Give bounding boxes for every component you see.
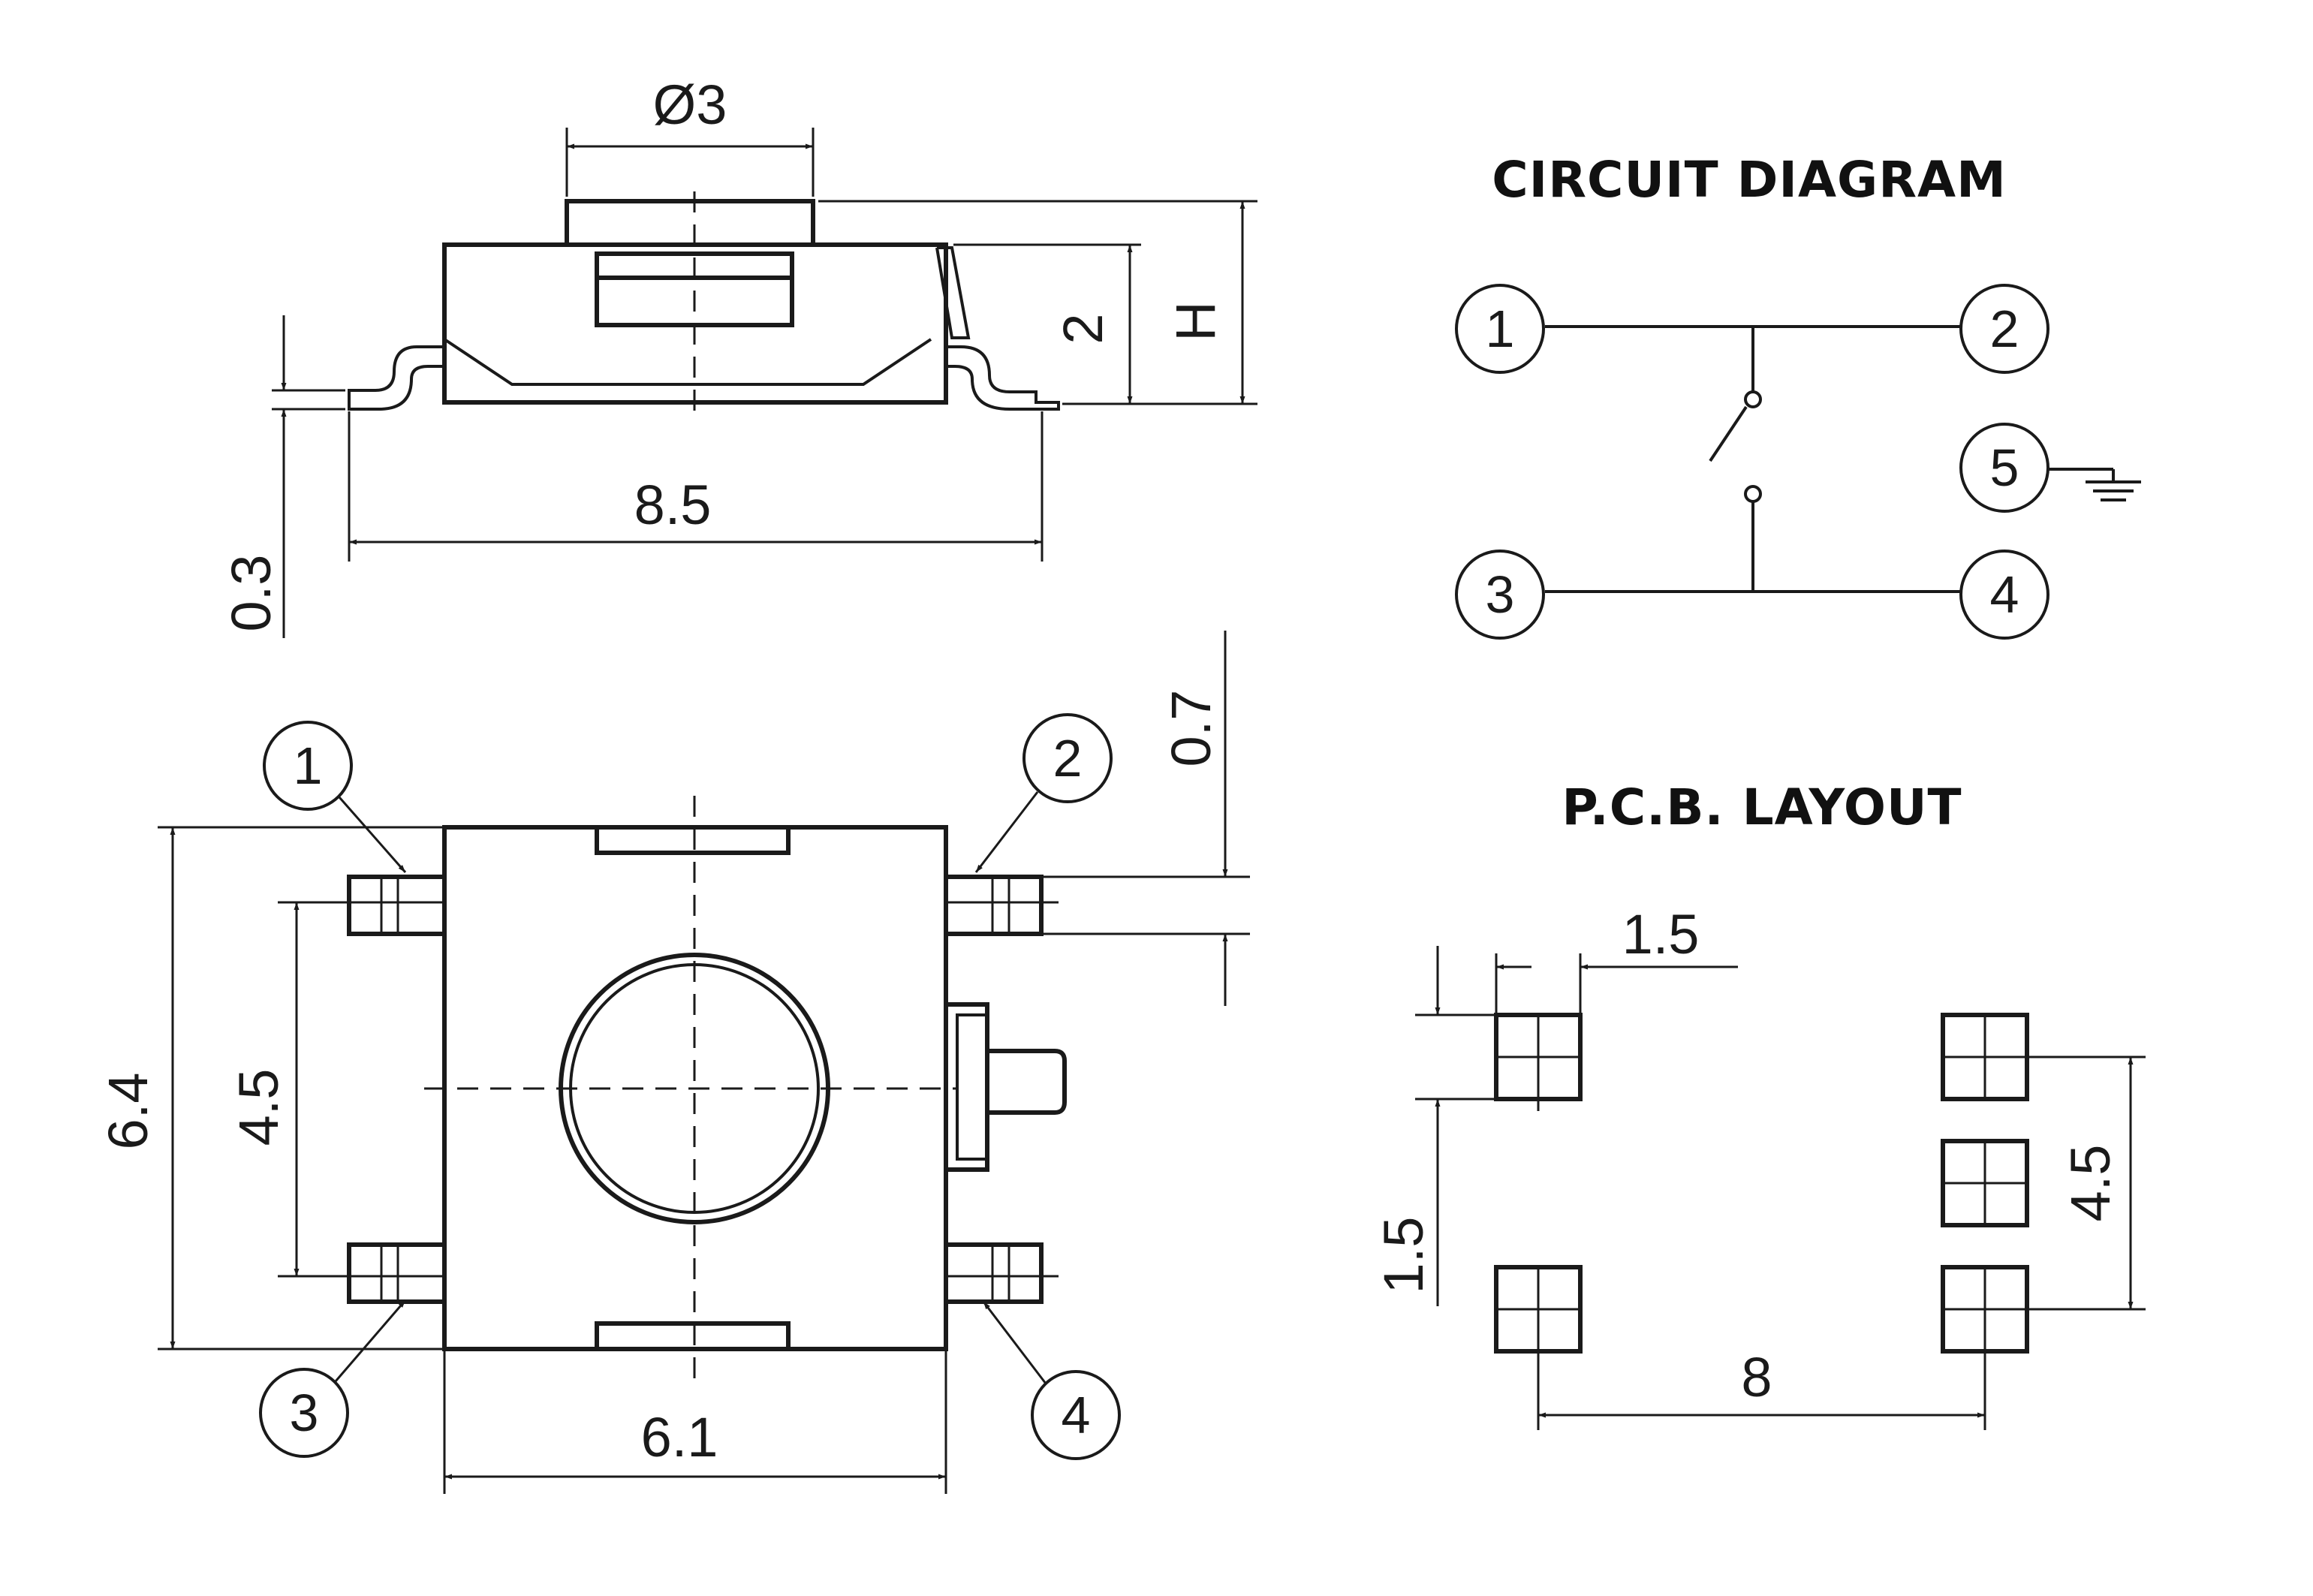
pcb-layout-heading: P.C.B. LAYOUT	[1562, 778, 1962, 836]
svg-text:2: 2	[1990, 300, 2019, 358]
circuit-pin-5: 5	[1959, 423, 2049, 513]
svg-text:3: 3	[290, 1384, 319, 1442]
circuit-diagram: CIRCUIT DIAGRAM 1 2 3 4	[1455, 151, 2141, 640]
pcb-pad-height-label: 1.5	[1372, 1217, 1435, 1294]
lead-pad-2	[944, 875, 1044, 936]
ground-icon	[2086, 480, 2141, 501]
svg-text:1: 1	[1486, 300, 1515, 358]
circuit-diagram-heading: CIRCUIT DIAGRAM	[1492, 151, 2007, 209]
lead-pad-3	[347, 1242, 447, 1304]
pcb-pad-bottom-right	[1941, 1265, 2029, 1354]
circuit-pin-2: 2	[1959, 284, 2049, 374]
height-6-4-label: 6.4	[97, 1073, 159, 1150]
actuator-cap	[565, 199, 815, 247]
pcb-pad-top-left	[1494, 1013, 1583, 1101]
pcb-pitch-label: 4.5	[2059, 1145, 2122, 1222]
switch-contact	[1709, 405, 1748, 462]
left-lead	[348, 345, 444, 411]
pin-callout-4: 4	[982, 1301, 1121, 1460]
svg-text:5: 5	[1990, 438, 2019, 497]
circuit-pin-3: 3	[1455, 550, 1545, 640]
svg-text:1: 1	[294, 736, 323, 795]
pcb-layout: P.C.B. LAYOUT	[1372, 778, 2146, 1430]
circuit-pin-1: 1	[1455, 284, 1545, 374]
height-h-label: H	[1164, 301, 1227, 341]
height-2-label: 2	[1052, 313, 1114, 344]
lead-pad-4	[944, 1242, 1044, 1304]
pcb-pad-width-label: 1.5	[1622, 903, 1700, 965]
svg-text:3: 3	[1486, 565, 1515, 624]
base-contour	[443, 338, 932, 386]
lead-thickness-label: 0.3	[220, 555, 282, 632]
width-8-5-label: 8.5	[634, 474, 712, 536]
right-lead	[946, 345, 1060, 411]
pcb-span-label: 8	[1741, 1346, 1772, 1408]
width-6-1-label: 6.1	[641, 1406, 718, 1468]
svg-text:4: 4	[1990, 565, 2019, 624]
lead-pad-1	[347, 875, 447, 936]
pin-callout-1: 1	[263, 721, 407, 873]
pin-callout-2: 2	[974, 713, 1113, 873]
pin-callout-3: 3	[259, 1299, 407, 1458]
lead-width-label: 0.7	[1160, 690, 1222, 767]
svg-text:2: 2	[1053, 729, 1083, 787]
side-tab	[944, 1002, 989, 1172]
pcb-pad-top-right	[1941, 1013, 2029, 1101]
pcb-pad-middle-right	[1941, 1139, 2029, 1227]
side-view: Ø3 H 2 8.5 0.3	[220, 74, 1257, 638]
svg-text:4: 4	[1062, 1386, 1091, 1444]
circuit-pin-4: 4	[1959, 550, 2049, 640]
pitch-4-5-label: 4.5	[227, 1069, 290, 1146]
diameter-label: Ø3	[653, 74, 727, 136]
pcb-pad-bottom-left	[1494, 1265, 1583, 1354]
top-view: 6.4 4.5 6.1 0.7 1 2 3	[97, 631, 1250, 1494]
